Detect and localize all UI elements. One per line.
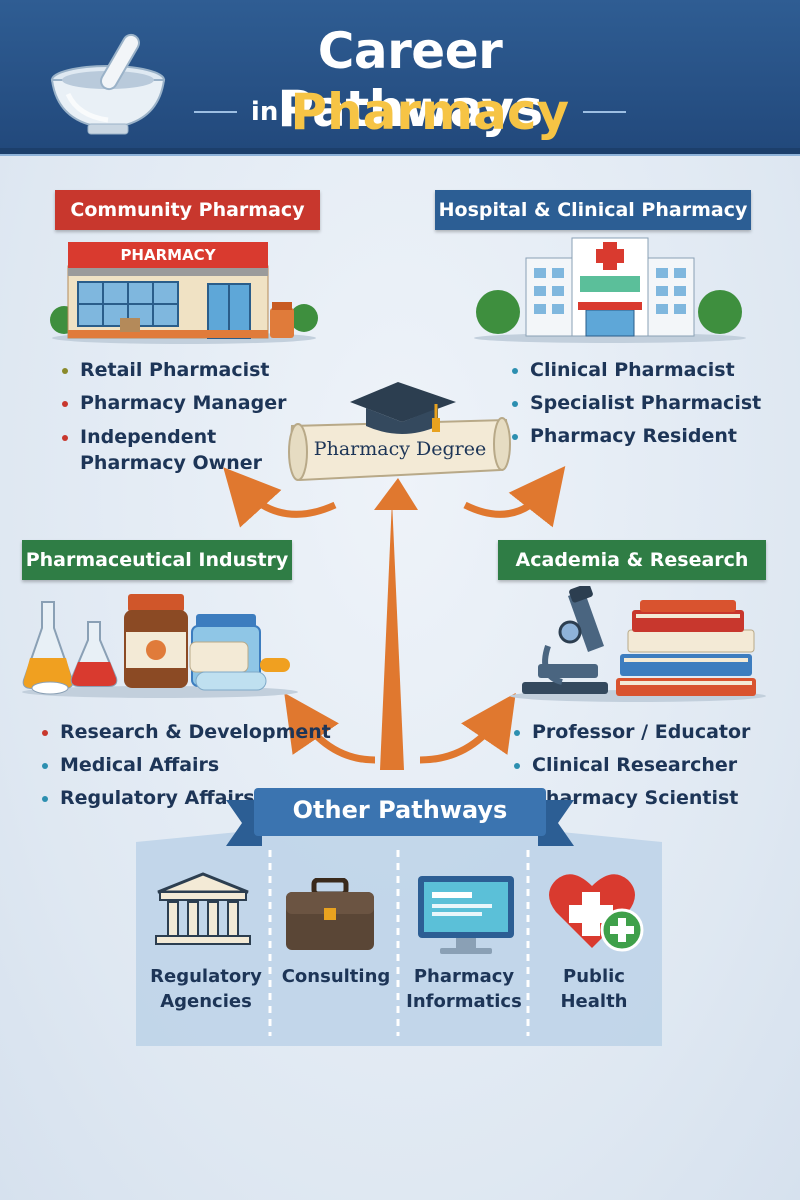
other-item-line: Agencies <box>160 991 252 1012</box>
role-label: Pharmacy Owner <box>80 452 263 474</box>
hospital-roles-list: Clinical Pharmacist Specialist Pharmacis… <box>508 354 761 453</box>
role-label: Pharmacy Scientist <box>532 787 739 809</box>
list-item: Regulatory Affairs <box>38 782 331 815</box>
bullet-icon <box>42 730 48 736</box>
hospital-illustration <box>474 237 746 343</box>
category-academia-research: Academia & Research <box>498 540 766 580</box>
other-item-pharmacy-informatics: Pharmacy Informatics <box>402 964 526 1014</box>
mortar-pestle-icon <box>50 33 166 135</box>
list-item: Specialist Pharmacist <box>508 387 761 420</box>
category-pharmaceutical-industry: Pharmaceutical Industry <box>22 540 292 580</box>
graduation-diploma-illustration <box>288 382 511 482</box>
other-item-public-health: Public Health <box>534 964 654 1014</box>
medicine-bottles-illustration <box>22 594 298 698</box>
bullet-icon <box>514 730 520 736</box>
header-stripe <box>0 148 800 156</box>
other-pathways-title: Other Pathways <box>292 796 508 824</box>
category-community-pharmacy: Community Pharmacy <box>55 190 320 230</box>
role-label: Pharmacy Resident <box>530 425 737 447</box>
other-item-line: Consulting <box>281 966 391 987</box>
pharmacy-store-illustration <box>50 242 318 344</box>
role-label: Clinical Pharmacist <box>530 359 735 381</box>
role-label: Retail Pharmacist <box>80 359 270 381</box>
academia-roles-list: Professor / Educator Clinical Researcher… <box>510 716 750 815</box>
subtitle-row: in Pharmacy <box>180 82 640 142</box>
other-item-consulting: Consulting <box>274 964 398 989</box>
bullet-icon <box>512 401 518 407</box>
page-title: Career Pathways <box>277 22 543 138</box>
bullet-icon <box>62 368 68 374</box>
role-label: Independent <box>80 426 217 448</box>
bullet-icon <box>42 796 48 802</box>
title-in: in <box>250 97 279 127</box>
list-item: Medical Affairs <box>38 749 331 782</box>
title-rule-right <box>583 111 626 113</box>
community-roles-list: Retail Pharmacist Pharmacy Manager Indep… <box>58 354 286 476</box>
title-highlight: Pharmacy <box>290 83 570 141</box>
list-item: Pharmacy Resident <box>508 420 761 453</box>
title-rule-left <box>194 111 237 113</box>
category-hospital-clinical: Hospital & Clinical Pharmacy <box>435 190 751 230</box>
briefcase-icon <box>286 878 374 950</box>
role-label: Research & Development <box>60 721 331 743</box>
list-item: Professor / Educator <box>510 716 750 749</box>
bullet-icon <box>512 368 518 374</box>
other-item-line: Public <box>563 966 625 987</box>
heart-plus-icon <box>549 874 644 952</box>
list-item: Retail Pharmacist <box>58 354 286 387</box>
list-item: Research & Development <box>38 716 331 749</box>
bullet-icon <box>62 435 68 441</box>
industry-roles-list: Research & Development Medical Affairs R… <box>38 716 331 815</box>
role-label: Medical Affairs <box>60 754 220 776</box>
list-item: Clinical Pharmacist <box>508 354 761 387</box>
bullet-icon <box>514 763 520 769</box>
pharmacy-degree-label: Pharmacy Degree <box>313 438 487 460</box>
microscope-books-illustration <box>510 586 766 702</box>
government-building-icon <box>155 872 251 945</box>
list-item: Clinical Researcher <box>510 749 750 782</box>
other-item-line: Regulatory <box>150 966 262 987</box>
bullet-icon <box>512 434 518 440</box>
other-pathways-panel <box>136 788 662 1046</box>
role-label: Clinical Researcher <box>532 754 738 776</box>
other-item-regulatory-agencies: Regulatory Agencies <box>146 964 266 1014</box>
computer-monitor-icon <box>418 876 514 954</box>
other-item-line: Pharmacy <box>413 966 515 987</box>
other-item-line: Health <box>560 991 628 1012</box>
bullet-icon <box>62 401 68 407</box>
role-label: Pharmacy Manager <box>80 392 287 414</box>
role-label: Specialist Pharmacist <box>530 392 762 414</box>
list-item: Pharmacy Manager <box>58 387 286 420</box>
role-label: Professor / Educator <box>532 721 751 743</box>
store-sign: PHARMACY <box>120 246 216 264</box>
other-item-line: Informatics <box>406 991 522 1012</box>
role-label: Regulatory Affairs <box>60 787 255 809</box>
bullet-icon <box>42 763 48 769</box>
